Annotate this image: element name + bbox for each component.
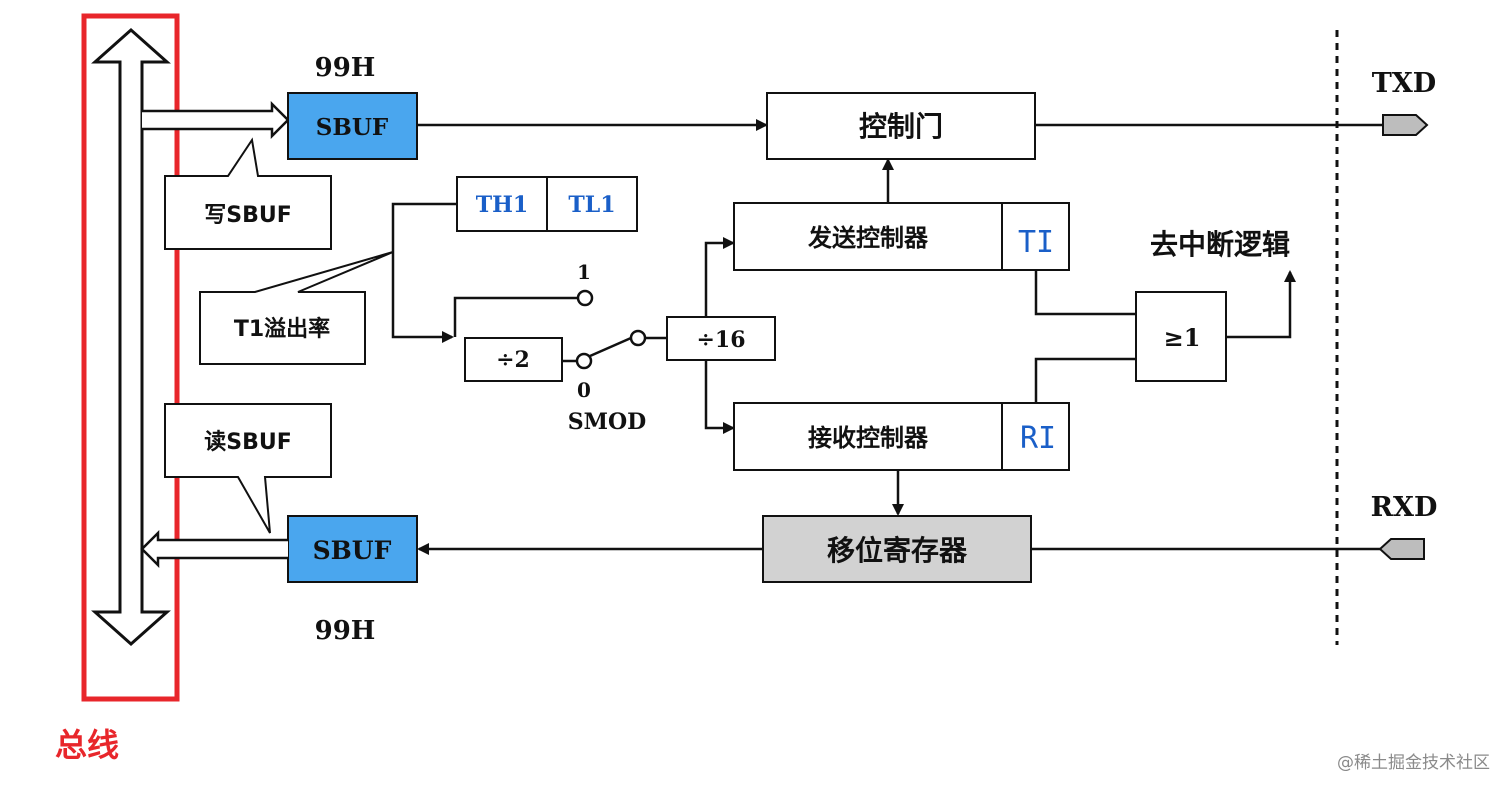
tl1-register [546,176,638,232]
rxd-pin-icon [1378,538,1425,560]
shift-register-label: 移位寄存器 [827,534,968,567]
read-sbuf-callout [164,403,332,534]
rxd-label: RXD [1371,492,1438,523]
div2-box [464,337,563,382]
tx-controller [733,202,1070,271]
or-gate [1135,291,1227,382]
sbuf-receive [287,515,418,583]
th1-register [456,176,548,232]
read-sbuf-label: 读SBUF [204,430,292,455]
or-gate-label: ≥1 [1164,323,1201,352]
sbuf-receive-label: SBUF [313,536,392,565]
sbuf-transmit-label: SBUF [316,114,389,141]
sbuf-receive-address: 99H [315,616,376,646]
write-bus-arrow [142,100,290,140]
div16-label: ÷16 [696,327,745,353]
t1-overflow-callout [199,251,394,365]
bus-label: 总线 [55,726,119,764]
ti-to-or-line [1034,270,1136,316]
div16-box [666,316,776,361]
switch-pivot [629,329,647,347]
write-sbuf-label: 写SBUF [204,203,292,228]
ti-flag: TI [1018,225,1054,260]
shift-register [762,515,1032,583]
bypass-line [453,296,578,337]
write-sbuf-callout [164,137,332,250]
bus-arrow [91,27,171,647]
clock-to-tx-line [704,237,735,317]
or-to-interrupt-line [1226,270,1296,339]
timer-output-line [391,202,457,343]
t1-overflow-label: T1溢出率 [234,316,330,342]
tl1-label: TL1 [568,192,615,218]
div2-label: ÷2 [496,347,530,373]
read-bus-arrow [140,529,288,569]
txd-pin-icon [1382,114,1429,136]
tx-controller-label: 发送控制器 [807,224,929,252]
th1-label: TH1 [476,192,528,218]
switch-terminal-1 [576,289,594,307]
rx-controller [733,402,1070,471]
ri-to-or-line [1034,357,1136,403]
switch-0-label: 0 [577,378,591,402]
control-gate-label: 控制门 [859,110,943,143]
clock-to-rx-line [704,360,735,434]
smod-switch-arm [589,336,632,358]
switch-1-label: 1 [577,260,591,284]
bus-highlight-box [81,13,180,702]
ri-flag: RI [1020,421,1056,456]
smod-label: SMOD [568,409,646,435]
switch-terminal-0 [575,352,593,370]
sbuf-transmit-address: 99H [315,53,376,83]
interrupt-label: 去中断逻辑 [1150,228,1290,261]
watermark: @稀土掘金技术社区 [1337,753,1490,773]
rx-controller-label: 接收控制器 [808,424,929,452]
txd-label: TXD [1372,68,1436,99]
